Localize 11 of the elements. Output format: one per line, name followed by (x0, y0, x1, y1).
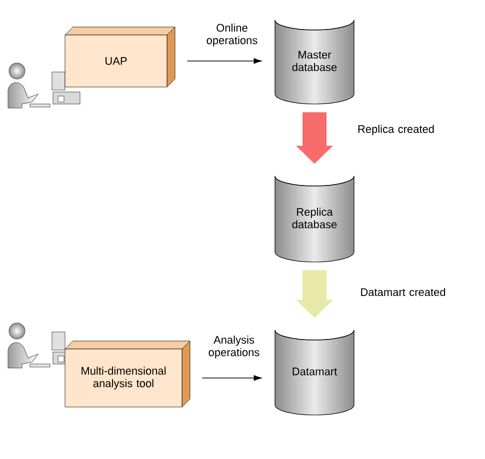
edge-label: Datamart created (361, 288, 446, 296)
application-box: Multi-dimensional analysis tool (64, 340, 190, 408)
database-cylinder: Datamart (274, 330, 354, 416)
edge-label: Replica created (358, 124, 434, 136)
edge-label: Analysis operations (208, 336, 260, 358)
database-cylinder: Replica database (274, 176, 354, 262)
arrow (186, 58, 262, 64)
application-box: UAP (64, 26, 176, 88)
edge-label: Online operations (206, 24, 258, 46)
database-cylinder: Master database (274, 20, 354, 104)
arrow (202, 375, 262, 381)
